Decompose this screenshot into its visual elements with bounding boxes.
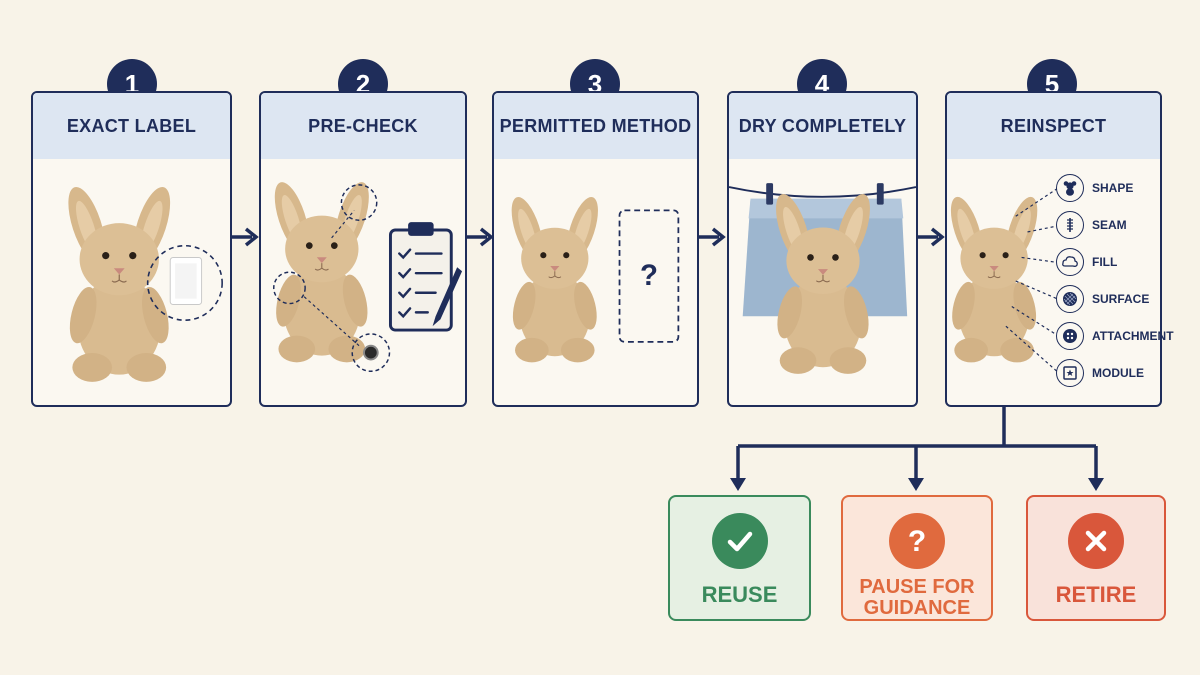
outcome-reuse: REUSE bbox=[668, 495, 811, 621]
outcome-retire-label: RETIRE bbox=[1055, 582, 1137, 607]
clothespin-right-icon bbox=[876, 183, 884, 205]
method-placeholder-box bbox=[618, 209, 680, 343]
inspection-item-fill: FILL bbox=[1056, 247, 1117, 277]
button-check-circle bbox=[351, 333, 391, 372]
clothespin-left-icon bbox=[766, 183, 774, 205]
step-4-title: DRY COMPLETELY bbox=[729, 93, 916, 159]
arrow-step-2-to-3 bbox=[465, 225, 495, 249]
module-box-icon bbox=[1056, 359, 1084, 387]
clothesline bbox=[729, 186, 916, 198]
step-5-card: REINSPECT bbox=[945, 91, 1162, 407]
step-1-illustration bbox=[33, 159, 230, 405]
button-attachment-icon bbox=[1056, 322, 1084, 350]
arrow-step-3-to-4 bbox=[697, 225, 727, 249]
x-mark-icon bbox=[1068, 513, 1124, 569]
step-3-title: PERMITTED METHOD bbox=[494, 93, 697, 159]
step-3-illustration: ? bbox=[494, 159, 697, 405]
arm-check-circle bbox=[273, 271, 306, 305]
outcome-pause-label: PAUSE FOR GUIDANCE bbox=[859, 576, 975, 619]
step-2-card: PRE-CHECK bbox=[259, 91, 467, 407]
inspection-item-shape: SHAPE bbox=[1056, 173, 1133, 203]
question-mark-icon: ? bbox=[889, 513, 945, 569]
clipboard-checklist-icon bbox=[388, 222, 463, 332]
arrow-step-1-to-2 bbox=[230, 225, 260, 249]
checkmark-icon bbox=[711, 513, 768, 569]
outcome-reuse-label: REUSE bbox=[701, 582, 778, 607]
care-label-icon bbox=[169, 257, 203, 306]
arrow-step-4-to-5 bbox=[916, 225, 946, 249]
inspection-label-attachment: ATTACHMENT bbox=[1092, 329, 1174, 343]
step-4-illustration bbox=[729, 159, 916, 405]
bunny-plush-image bbox=[504, 192, 605, 363]
inspection-label-shape: SHAPE bbox=[1092, 181, 1134, 195]
step-5-illustration bbox=[947, 159, 1160, 405]
step-2-illustration bbox=[261, 159, 465, 405]
teddy-bear-icon bbox=[1056, 174, 1084, 202]
step-1-card: EXACT LABEL bbox=[31, 91, 232, 407]
inspection-item-module: MODULE bbox=[1056, 358, 1144, 388]
inspection-item-seam: SEAM bbox=[1056, 210, 1127, 240]
bunny-plush-image bbox=[947, 192, 1045, 363]
step-1-title: EXACT LABEL bbox=[33, 93, 230, 159]
inspection-leader-lines bbox=[1005, 188, 1058, 372]
surface-texture-icon bbox=[1056, 285, 1084, 313]
inspection-item-surface: SURFACE bbox=[1056, 284, 1149, 314]
ear-check-circle bbox=[340, 184, 378, 221]
method-unknown-mark: ? bbox=[640, 259, 658, 292]
label-highlight-circle bbox=[146, 244, 223, 322]
step-4-card: DRY COMPLETELY bbox=[727, 91, 918, 407]
step-3-card: PERMITTED METHOD ? bbox=[492, 91, 699, 407]
inspection-label-fill: FILL bbox=[1092, 255, 1118, 269]
seam-stitch-icon bbox=[1056, 211, 1084, 239]
bunny-plush-image bbox=[267, 177, 377, 363]
fill-cloud-icon bbox=[1056, 248, 1084, 276]
svg-text:?: ? bbox=[908, 525, 926, 558]
inspection-item-attachment: ATTACHMENT bbox=[1056, 321, 1174, 351]
outcome-retire: RETIRE bbox=[1026, 495, 1166, 621]
step-5-title: REINSPECT bbox=[947, 93, 1160, 159]
inspection-label-seam: SEAM bbox=[1092, 218, 1127, 232]
inspection-label-module: MODULE bbox=[1092, 366, 1144, 380]
inspection-label-surface: SURFACE bbox=[1092, 292, 1150, 306]
step-2-title: PRE-CHECK bbox=[261, 93, 465, 159]
bunny-plush-image bbox=[60, 182, 179, 383]
outcome-pause-for-guidance: ? PAUSE FOR GUIDANCE bbox=[841, 495, 993, 621]
